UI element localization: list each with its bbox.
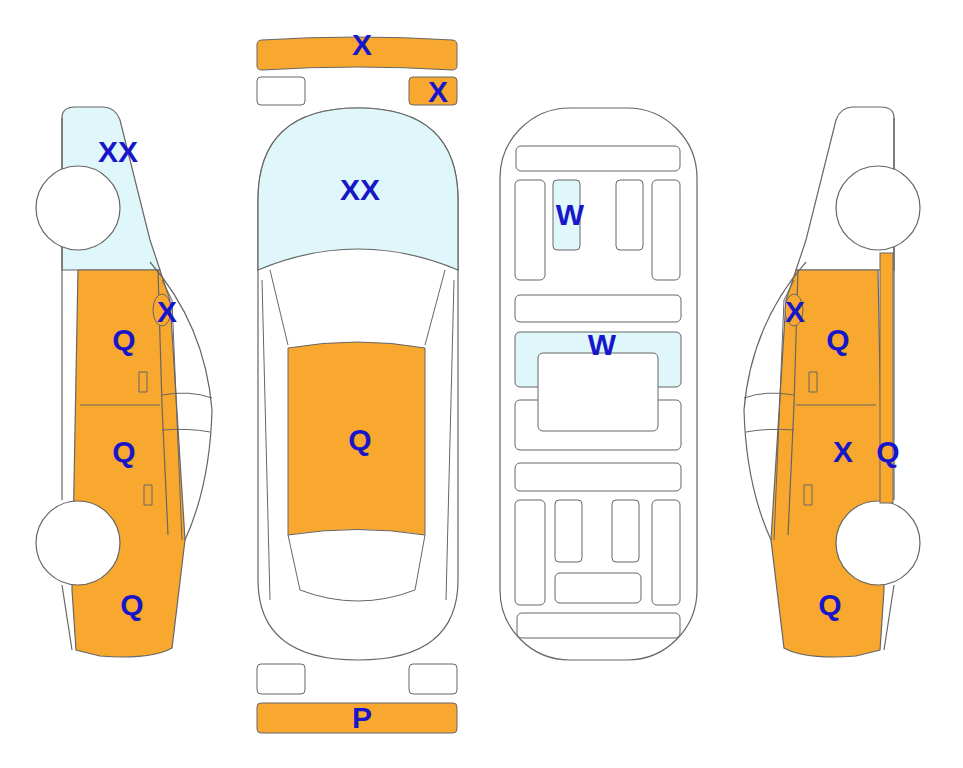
headlight <box>257 77 305 105</box>
damage-code: Q <box>826 325 849 355</box>
damage-code: Q <box>120 590 143 620</box>
damage-code: Q <box>876 437 899 467</box>
damage-code: X <box>157 297 177 327</box>
roof-panel <box>288 342 425 535</box>
damage-code: XX <box>98 137 138 167</box>
damage-code: Q <box>818 590 841 620</box>
left-side-view <box>36 107 212 657</box>
damage-code: X <box>785 297 805 327</box>
damage-code: W <box>556 200 584 230</box>
top-view <box>257 37 458 733</box>
damage-code: Q <box>112 325 135 355</box>
damage-code: P <box>352 703 372 733</box>
damage-code: X <box>833 437 853 467</box>
interior-view <box>500 108 697 660</box>
tail-light <box>409 664 457 694</box>
damage-code: XX <box>340 175 380 205</box>
damage-code: X <box>428 77 448 107</box>
damage-code: X <box>352 30 372 60</box>
body-outline <box>258 108 458 660</box>
tail-light <box>257 664 305 694</box>
right-side-view <box>744 107 920 657</box>
damage-code: Q <box>348 425 371 455</box>
glass-outline <box>262 270 454 601</box>
damage-code: Q <box>112 437 135 467</box>
rear-bumper <box>257 703 457 733</box>
damage-code: W <box>588 330 616 360</box>
hood-panel <box>258 108 458 270</box>
